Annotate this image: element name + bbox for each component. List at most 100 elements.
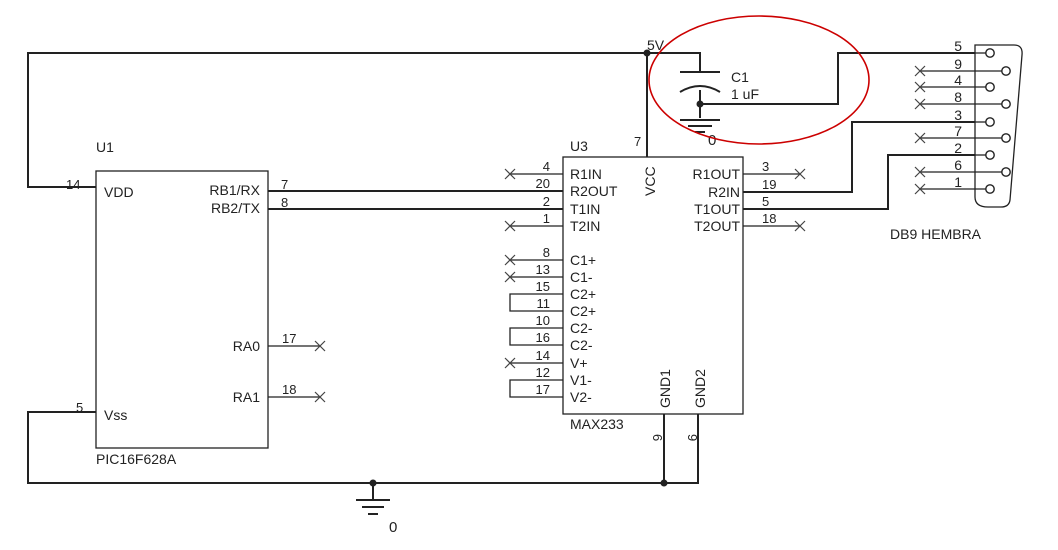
u3-left-pin-name: C1+ <box>570 252 596 268</box>
u1-pin-vdd-name: VDD <box>104 184 134 200</box>
u3-right-pin-number: 19 <box>762 177 776 192</box>
wire-r2in-db9-3 <box>743 121 988 193</box>
c1-capacitor: C1 1 uF 0 <box>679 69 759 149</box>
wire-vss-ground <box>27 411 699 484</box>
u1-pin-vdd-number: 14 <box>66 177 80 192</box>
wire-t1out-db9-2 <box>743 154 988 210</box>
db9-pin-number: 6 <box>954 157 962 173</box>
nc-marker-db9 <box>914 65 926 77</box>
u3-left-pin-name: V+ <box>570 355 588 371</box>
u3-right-pin-name: R1OUT <box>693 166 741 182</box>
u3-right-pin-number: 5 <box>762 194 769 209</box>
u1-pin-ra1-number: 18 <box>282 382 296 397</box>
u1-pin-ra0-name: RA0 <box>233 338 260 354</box>
u3-gnd1-number: 6 <box>650 434 665 441</box>
nc-marker-u3-left <box>504 271 516 283</box>
nc-marker-db9 <box>914 81 926 93</box>
jumper-c2minus <box>509 327 545 346</box>
db9-pin-socket <box>1001 167 1011 177</box>
junction-gnd1 <box>660 479 668 487</box>
u3-left-pin-name: C2- <box>570 320 593 336</box>
nc-marker-u3-right <box>794 220 806 232</box>
db9-pin-socket <box>985 48 995 58</box>
u3-gnd2-name: GND2 <box>692 369 708 408</box>
u1-pin-rb1-number: 7 <box>281 177 288 192</box>
u3-ref: U3 <box>570 138 588 154</box>
db9-pin-number: 7 <box>954 123 962 139</box>
u3-right-pin-name: T2OUT <box>694 218 740 234</box>
net-5v-label: 5V <box>647 37 665 53</box>
db9-pin-number: 5 <box>954 38 962 54</box>
u1-body <box>95 170 269 449</box>
nc-marker-u3-left <box>504 168 516 180</box>
u3-right-pin-number: 18 <box>762 211 776 226</box>
nc-marker-u3-right <box>794 168 806 180</box>
u3-left-pin-number: 20 <box>536 176 550 191</box>
u1-pin-ra1-name: RA1 <box>233 389 260 405</box>
db9-pin-number: 2 <box>954 140 962 156</box>
u3-left-pin-number: 13 <box>536 262 550 277</box>
u3-right-pin-name: T1OUT <box>694 201 740 217</box>
u3-left-pin-number: 4 <box>543 159 550 174</box>
c1-bottom-plate <box>679 85 721 93</box>
u1-pic16f628a: U1 PIC16F628A 14 VDD 5 Vss RB1/RX 7 RB2/… <box>66 139 326 467</box>
db9-pin-socket <box>1001 99 1011 109</box>
u3-right-pin-name: R2IN <box>708 184 740 200</box>
u3-left-pin-name: C1- <box>570 269 593 285</box>
u3-left-pin-name: V2- <box>570 389 592 405</box>
u1-pin-rb2-name: RB2/TX <box>211 200 261 216</box>
u1-pin-rb2-number: 8 <box>281 195 288 210</box>
u3-left-pin-name: T2IN <box>570 218 600 234</box>
u3-left-pin-name: V1- <box>570 372 592 388</box>
c1-ground-label: 0 <box>708 132 716 149</box>
jumper-c2plus <box>509 293 545 312</box>
junction-ground <box>369 479 377 487</box>
u3-body <box>562 156 744 415</box>
nc-marker-u3-left <box>504 220 516 232</box>
db9-pin-number: 9 <box>954 56 962 72</box>
u3-left-pin-number: 12 <box>536 365 550 380</box>
u3-vcc-number: 7 <box>634 134 641 149</box>
u3-left-pin-name: C2- <box>570 337 593 353</box>
db9-pin-number: 8 <box>954 89 962 105</box>
u3-left-pin-number: 10 <box>536 313 550 328</box>
junction-c1 <box>696 100 704 108</box>
u3-left-pin-name: C2+ <box>570 286 596 302</box>
u3-left-pin-number: 8 <box>543 245 550 260</box>
u1-pin-rb1-name: RB1/RX <box>209 182 260 198</box>
u3-left-pin-name: C2+ <box>570 303 596 319</box>
c1-highlight-circle <box>648 15 870 145</box>
db9-pin-socket <box>985 150 995 160</box>
nc-marker-db9 <box>914 183 926 195</box>
u3-part: MAX233 <box>570 416 624 432</box>
ground-label: 0 <box>389 519 397 536</box>
db9-pin-socket <box>985 82 995 92</box>
jumper-v-minus <box>509 379 545 398</box>
db9-pin-number: 3 <box>954 107 962 123</box>
u3-left-pin-number: 16 <box>536 330 550 345</box>
db9-shell <box>974 44 1023 208</box>
u1-pin-vss-name: Vss <box>104 407 127 423</box>
u1-pin-vss-number: 5 <box>76 400 83 415</box>
c1-ref: C1 <box>731 69 749 85</box>
u3-left-pin-number: 2 <box>543 194 550 209</box>
u3-left-pin-number: 11 <box>537 296 551 311</box>
u3-left-pin-name: R1IN <box>570 166 602 182</box>
u1-part: PIC16F628A <box>96 451 177 467</box>
db9-pin-socket <box>985 117 995 127</box>
u3-gnd2-number: 9 <box>685 434 700 441</box>
nc-marker-ra0 <box>314 340 326 352</box>
c1-value: 1 uF <box>731 86 759 102</box>
u3-gnd1-name: GND1 <box>657 369 673 408</box>
nc-marker-db9 <box>914 98 926 110</box>
u3-left-pin-number: 1 <box>543 211 550 226</box>
nc-marker-db9 <box>914 166 926 178</box>
db9-pin-number: 4 <box>954 72 962 88</box>
u1-ref: U1 <box>96 139 114 155</box>
db9-name: DB9 HEMBRA <box>890 226 982 242</box>
u3-left-pin-name: T1IN <box>570 201 600 217</box>
